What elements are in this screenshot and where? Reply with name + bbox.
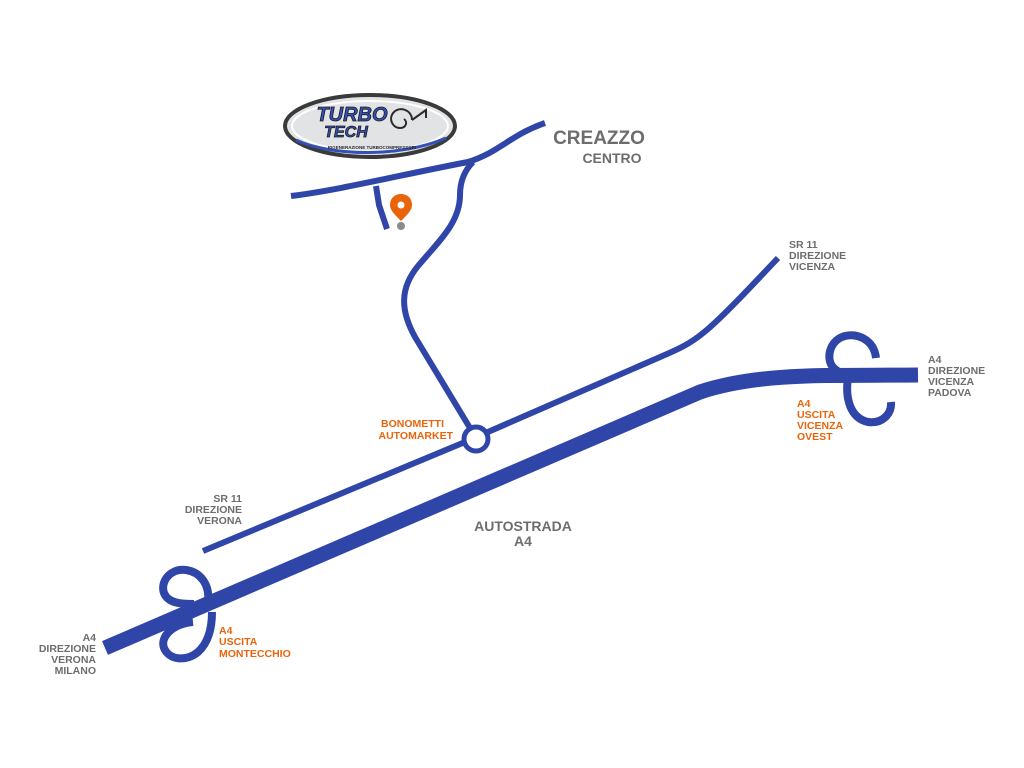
- creazzo-road: [290, 120, 546, 199]
- svg-text:PADOVA: PADOVA: [928, 387, 972, 399]
- junction-loop-montecchio-south: [159, 611, 216, 663]
- autostrada-a4-road: [102, 367, 919, 655]
- svg-text:A4: A4: [514, 533, 532, 549]
- svg-text:AUTOSTRADA: AUTOSTRADA: [474, 518, 572, 534]
- turbo-snail-icon: [390, 108, 427, 130]
- svg-text:MILANO: MILANO: [55, 665, 96, 677]
- svg-text:SR 11: SR 11: [789, 239, 818, 251]
- creazzo-connector-road: [401, 159, 476, 430]
- logo-line1: TURBO: [316, 104, 388, 126]
- svg-text:VICENZA: VICENZA: [797, 420, 844, 432]
- junction-loop-vicenza-south: [843, 377, 896, 427]
- svg-text:DIREZIONE: DIREZIONE: [789, 250, 846, 262]
- svg-text:VICENZA: VICENZA: [789, 261, 836, 273]
- svg-text:SR 11: SR 11: [213, 493, 242, 505]
- logo-tagline: RIGENERAZIONE TURBOCOMPRESSORI: [328, 145, 417, 150]
- svg-text:DIREZIONE: DIREZIONE: [928, 365, 985, 377]
- sr11-vicenza-label: SR 11 DIREZIONE VICENZA: [789, 239, 846, 273]
- sr11-road: [201, 255, 781, 554]
- autostrada-a4-label: AUTOSTRADA A4: [474, 518, 572, 549]
- junction-loop-vicenza-north: [825, 331, 880, 382]
- location-pin-icon[interactable]: [390, 194, 412, 230]
- creazzo-title: CREAZZO: [553, 128, 645, 149]
- svg-text:A4: A4: [83, 632, 97, 644]
- a4-uscita-montecchio-label: A4 USCITA MONTECCHIO: [219, 625, 291, 660]
- logo-line2: TECH: [324, 124, 368, 141]
- junction-loop-montecchio-north: [159, 565, 213, 608]
- svg-text:A4: A4: [928, 354, 942, 366]
- sr11-verona-label: SR 11 DIREZIONE VERONA: [185, 493, 243, 527]
- svg-text:A4: A4: [219, 625, 233, 637]
- svg-text:BONOMETTI: BONOMETTI: [381, 418, 444, 430]
- svg-text:A4: A4: [797, 398, 811, 410]
- bonometti-automarket-label: BONOMETTI AUTOMARKET: [379, 418, 454, 442]
- roundabout: [461, 424, 491, 454]
- svg-text:MONTECCHIO: MONTECCHIO: [219, 648, 291, 660]
- location-spur-road: [373, 185, 390, 230]
- svg-text:AUTOMARKET: AUTOMARKET: [379, 430, 454, 442]
- creazzo-subtitle: CENTRO: [582, 150, 641, 166]
- a4-direzione-vicenza-padova-label: A4 DIREZIONE VICENZA PADOVA: [928, 354, 985, 399]
- turbotech-logo: TURBO TECH RIGENERAZIONE TURBOCOMPRESSOR…: [283, 93, 457, 159]
- svg-text:OVEST: OVEST: [797, 431, 833, 443]
- svg-text:DIREZIONE: DIREZIONE: [185, 504, 242, 516]
- svg-text:USCITA: USCITA: [219, 636, 258, 648]
- svg-text:USCITA: USCITA: [797, 409, 836, 421]
- a4-direzione-verona-milano-label: A4 DIREZIONE VERONA MILANO: [39, 632, 97, 677]
- svg-text:VICENZA: VICENZA: [928, 376, 975, 388]
- svg-text:VERONA: VERONA: [197, 515, 242, 527]
- svg-text:VERONA: VERONA: [51, 654, 96, 666]
- a4-uscita-vicenza-ovest-label: A4 USCITA VICENZA OVEST: [797, 398, 844, 443]
- svg-text:DIREZIONE: DIREZIONE: [39, 643, 96, 655]
